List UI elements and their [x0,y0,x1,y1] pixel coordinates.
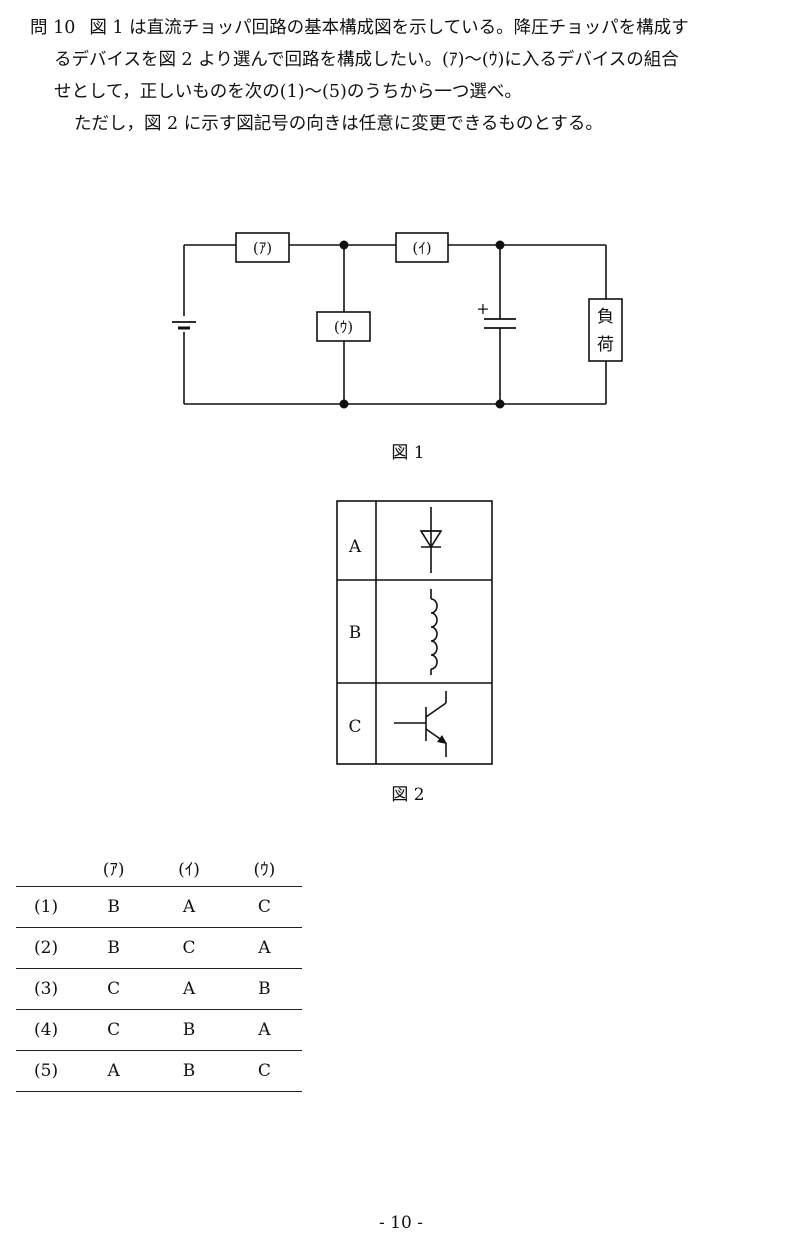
cell-a: A [76,1050,152,1092]
cell-i: A [151,886,227,928]
table-row: (5) A B C [16,1050,302,1092]
cell-u: A [226,1009,302,1051]
cell-u: C [226,1050,302,1092]
capacitor-plus-sign: + [476,299,489,318]
header-blank [16,848,76,887]
cell-u: B [226,968,302,1010]
answer-table: (ｱ) (ｲ) (ｳ) (1) B A C (2) B C A (3) C A … [16,848,302,1092]
cell-u: A [226,927,302,969]
transistor-icon [394,691,447,757]
cell-a: B [76,886,152,928]
header-a: (ｱ) [76,848,152,887]
cell-i: A [151,968,227,1010]
choice-number: (3) [16,968,76,1010]
question-line-2: るデバイスを図 2 より選んで回路を構成したい。(ｱ)～(ｳ)に入るデバイスの組… [54,50,679,70]
answer-table-header: (ｱ) (ｲ) (ｳ) [16,848,302,887]
diode-icon [419,507,443,573]
box-u: (ｳ) [316,311,371,342]
box-u-label: (ｳ) [334,318,353,336]
box-a: (ｱ) [235,232,290,263]
cell-a: C [76,968,152,1010]
inductor-icon [430,589,438,675]
capacitor-icon [484,318,516,329]
choice-number: (4) [16,1009,76,1051]
question-line-3: せとして，正しいものを次の(1)～(5)のうちから一つ選べ。 [54,82,522,102]
question-line-4: ただし，図 2 に示す図記号の向きは任意に変更できるものとする。 [74,114,603,134]
device-label-a: A [348,537,362,557]
cell-a: B [76,927,152,969]
device-table: A B C [336,500,493,765]
junction-dot [339,240,349,250]
choice-number: (2) [16,927,76,969]
cell-i: B [151,1050,227,1092]
box-a-label: (ｱ) [253,239,272,257]
load-label-2: 荷 [597,335,614,355]
page-number: - 10 - [379,1213,423,1233]
figure2-caption: 図 2 [391,785,425,805]
battery-icon [172,321,196,330]
cell-a: C [76,1009,152,1051]
junction-dot [339,399,349,409]
cell-i: B [151,1009,227,1051]
choice-number: (1) [16,886,76,928]
header-i: (ｲ) [151,848,227,887]
emitter-arrow [437,735,447,744]
table-row: (1) B A C [16,886,302,928]
device-label-c: C [348,717,361,737]
junction-dot [495,240,505,250]
cell-i: C [151,927,227,969]
figure1-caption: 図 1 [391,443,425,463]
junction-dot [495,399,505,409]
table-row: (3) C A B [16,968,302,1010]
box-i-label: (ｲ) [412,239,431,257]
circuit-diagram: + (ｱ) (ｲ) (ｳ) 負 荷 [172,232,623,409]
box-i: (ｲ) [395,232,449,263]
table-row: (2) B C A [16,927,302,969]
load-label-1: 負 [597,307,614,327]
question-number: 問 10 [30,18,76,38]
choice-number: (5) [16,1050,76,1092]
load-box: 負 荷 [588,298,623,362]
table-row: (4) C B A [16,1009,302,1051]
cell-u: C [226,886,302,928]
device-label-b: B [349,623,362,643]
header-u: (ｳ) [226,848,302,887]
